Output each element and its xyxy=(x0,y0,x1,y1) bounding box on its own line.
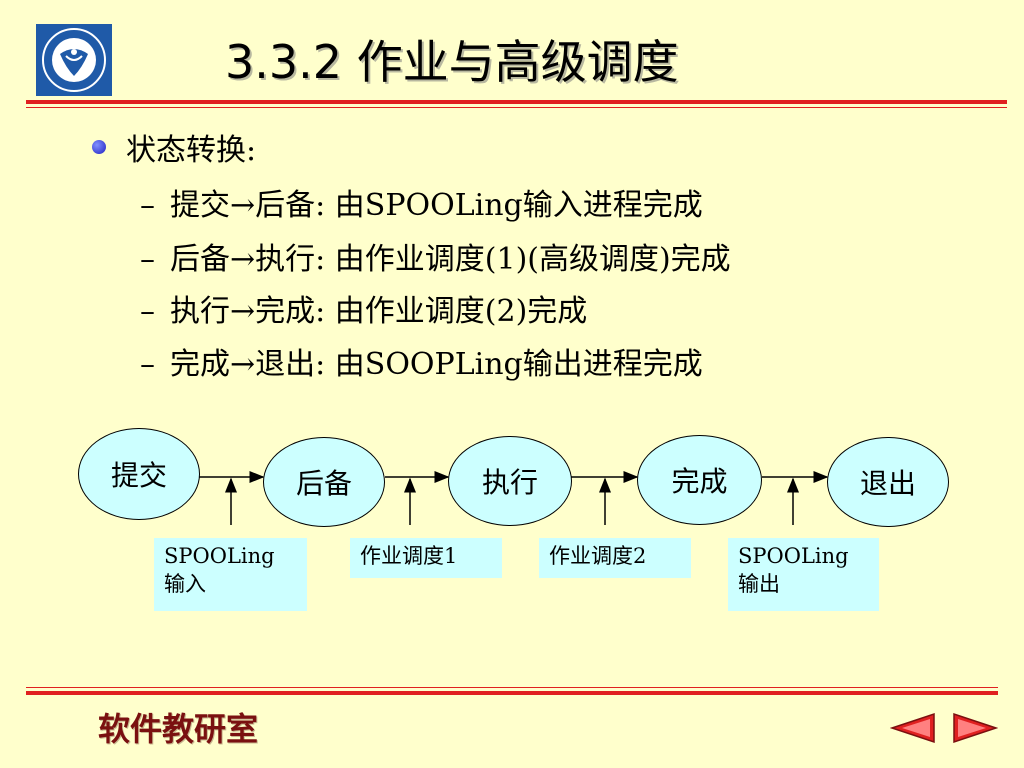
bullet-icon xyxy=(92,140,106,154)
sub-item: –执行→完成: 由作业调度(2)完成 xyxy=(140,294,588,329)
arrow-right-icon: → xyxy=(230,347,256,382)
bullet-heading: 状态转换: xyxy=(126,133,257,168)
sub-item: –提交→后备: 由SPOOLing输入进程完成 xyxy=(140,188,703,223)
university-seal-logo xyxy=(36,24,112,96)
dash-icon: – xyxy=(140,347,155,382)
bottom-divider xyxy=(26,687,998,695)
state-node-done: 完成 xyxy=(637,435,762,525)
arrow-right-icon: → xyxy=(230,294,256,329)
top-divider xyxy=(26,100,1007,108)
page-title: 3.3.2 作业与高级调度 xyxy=(225,35,679,89)
dash-icon: – xyxy=(140,188,155,223)
label-box-job-scheduling-2: 作业调度2 xyxy=(539,538,691,578)
dash-icon: – xyxy=(140,242,155,277)
label-box-spooling-input: SPOOLing 输入 xyxy=(154,538,307,611)
state-node-submit: 提交 xyxy=(78,428,200,520)
sub-item: –后备→执行: 由作业调度(1)(高级调度)完成 xyxy=(140,242,731,277)
dash-icon: – xyxy=(140,294,155,329)
next-slide-arrow-icon[interactable] xyxy=(948,712,998,744)
label-box-spooling-output: SPOOLing 输出 xyxy=(728,538,879,611)
arrow-right-icon: → xyxy=(230,188,256,223)
previous-slide-arrow-icon[interactable] xyxy=(890,712,940,744)
state-node-backup: 后备 xyxy=(263,437,385,527)
state-node-exit: 退出 xyxy=(827,437,949,527)
state-node-running: 执行 xyxy=(448,436,572,526)
label-box-job-scheduling-1: 作业调度1 xyxy=(350,538,502,578)
sub-item: –完成→退出: 由SOOPLing输出进程完成 xyxy=(140,347,703,382)
footer-department: 软件教研室 xyxy=(98,710,259,748)
arrow-right-icon: → xyxy=(230,242,256,277)
